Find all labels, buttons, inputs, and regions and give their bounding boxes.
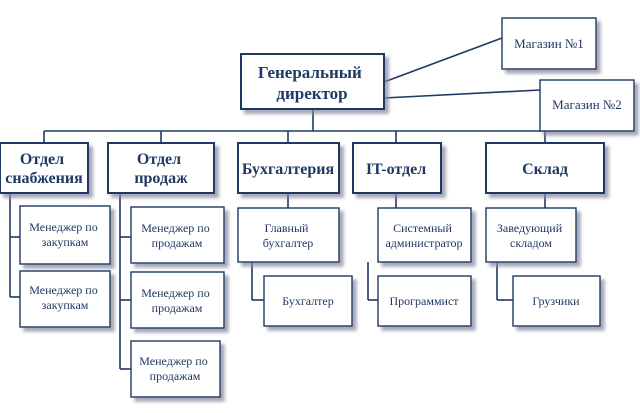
staff-programmer: Программист: [377, 275, 472, 327]
staff-supply-manager-1: Менеджер по закупкам: [19, 205, 111, 265]
department-supply-label: Отдел снабжения: [5, 151, 83, 187]
department-supply-box: Отдел снабжения: [0, 142, 89, 194]
staff-warehouse-head: Заведующий складом: [485, 207, 577, 263]
staff-sysadmin-label: Системный администратор: [385, 221, 462, 250]
staff-supply-manager-2: Менеджер по закупкам: [19, 270, 111, 328]
department-warehouse-label: Склад: [522, 161, 568, 178]
director-label: Генеральный директор: [258, 63, 366, 103]
department-sales-label: Отдел продаж: [134, 151, 188, 187]
staff-sales-manager-3-label: Менеджер по продажам: [139, 354, 210, 383]
staff-sales-manager-3: Менеджер по продажам: [130, 340, 221, 398]
staff-accountant: Бухгалтер: [263, 275, 353, 327]
department-it-box: IT-отдел: [352, 142, 442, 194]
connector-lines: [9, 37, 546, 370]
department-accounting-label: Бухгалтерия: [242, 161, 335, 178]
staff-sales-manager-1-label: Менеджер по продажам: [141, 221, 212, 250]
store-2-box: Магазин №2: [539, 79, 635, 132]
staff-supply-manager-2-label: Менеджер по закупкам: [29, 283, 100, 312]
department-warehouse-box: Склад: [485, 142, 605, 194]
director-box: Генеральный директор: [240, 53, 385, 110]
staff-sales-manager-2-label: Менеджер по продажам: [141, 286, 212, 315]
store-2-label: Магазин №2: [552, 97, 622, 112]
staff-warehouse-head-label: Заведующий складом: [497, 221, 565, 250]
staff-accountant-label: Бухгалтер: [282, 294, 334, 308]
store-1-label: Магазин №1: [514, 36, 584, 51]
staff-sales-manager-2: Менеджер по продажам: [130, 271, 225, 329]
department-accounting-box: Бухгалтерия: [237, 142, 340, 194]
staff-supply-manager-1-label: Менеджер по закупкам: [29, 220, 100, 249]
staff-sysadmin: Системный администратор: [377, 207, 472, 263]
staff-chief-accountant-label: Главный бухгалтер: [263, 221, 314, 250]
department-sales-box: Отдел продаж: [107, 142, 215, 194]
staff-sales-manager-1: Менеджер по продажам: [130, 206, 225, 264]
store-1-box: Магазин №1: [501, 17, 597, 70]
department-it-label: IT-отдел: [366, 161, 426, 178]
staff-programmer-label: Программист: [389, 294, 459, 308]
staff-loaders-label: Грузчики: [532, 294, 580, 308]
staff-loaders: Грузчики: [512, 275, 601, 327]
staff-chief-accountant: Главный бухгалтер: [237, 207, 340, 263]
